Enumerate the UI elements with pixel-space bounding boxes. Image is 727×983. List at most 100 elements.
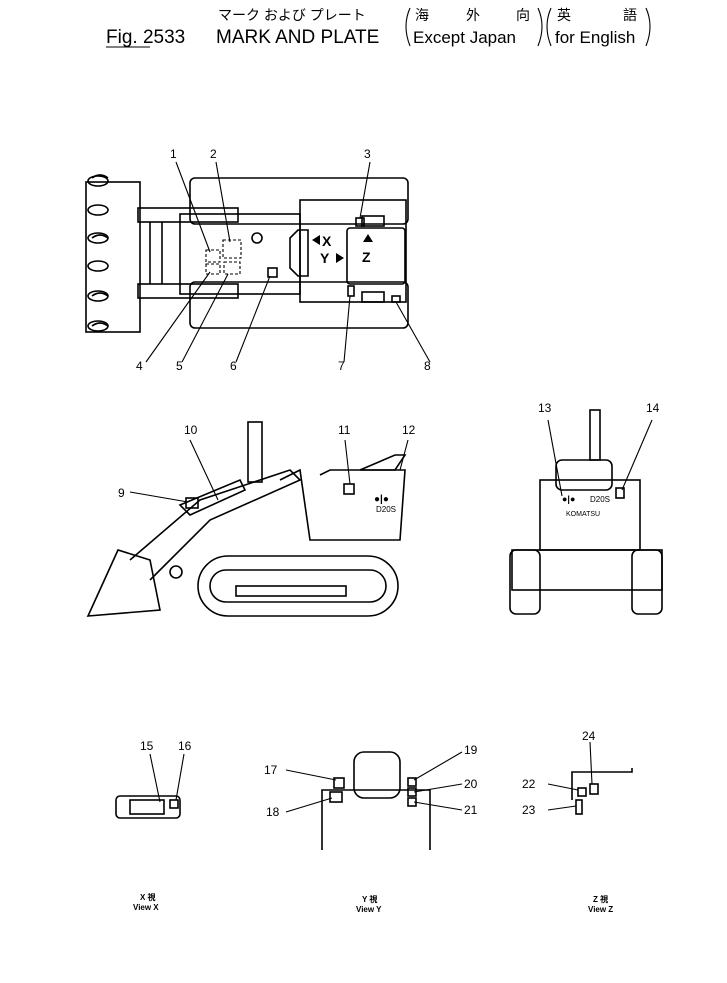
- body-y: [321, 789, 431, 850]
- plate-11: [343, 483, 355, 495]
- view-x-caption-jp: X 視: [140, 892, 156, 902]
- plate-7: [347, 285, 355, 297]
- rear-view-drawing: ●|● D20S KOMATSU: [509, 409, 663, 615]
- track-rear-left: [509, 549, 541, 615]
- title-english: MARK AND PLATE: [216, 27, 379, 48]
- body-side: [279, 468, 406, 541]
- callout-19: 19: [464, 743, 478, 757]
- callout-numbers: 1 2 3 4 5 6 7 8 9 10 11 12 13 14 15 16 1…: [118, 147, 660, 819]
- arrow-z-icon: [363, 234, 373, 242]
- exhaust: [247, 421, 263, 483]
- callout-5: 5: [176, 359, 183, 373]
- callout-21: 21: [464, 803, 478, 817]
- callout-13: 13: [538, 401, 552, 415]
- plate-19: [407, 777, 417, 787]
- top-view-drawing: X Y Z: [85, 161, 431, 363]
- region-jp-2: 外: [466, 7, 480, 23]
- callout-15: 15: [140, 739, 154, 753]
- lang-jp-1: 英: [557, 7, 571, 23]
- track-lower: [189, 281, 409, 329]
- callout-14: 14: [646, 401, 660, 415]
- dash-panel-x: [115, 795, 181, 819]
- callout-4: 4: [136, 359, 143, 373]
- frame-rear: [511, 549, 663, 591]
- handle: [289, 229, 309, 277]
- callout-22: 22: [522, 777, 536, 791]
- paren-open-2: [546, 7, 552, 47]
- view-captions: X 視 View X Y 視 View Y Z 視 View Z: [133, 892, 613, 914]
- arrow-x-label: X: [322, 233, 332, 249]
- view-y-caption-jp: Y 視: [362, 894, 377, 904]
- callout-6: 6: [230, 359, 237, 373]
- brand-plate-rear: KOMATSU: [566, 511, 600, 518]
- seat-side: [359, 454, 407, 471]
- lift-arm-upper: [137, 207, 239, 223]
- callout-17: 17: [264, 763, 278, 777]
- figure-number: Fig. 2533: [106, 27, 185, 48]
- paren-close-2: [645, 7, 651, 47]
- callout-9: 9: [118, 486, 125, 500]
- callout-12: 12: [402, 423, 416, 437]
- cab-area: [299, 199, 407, 303]
- track-side: [197, 555, 399, 617]
- view-x-caption: View X: [133, 903, 159, 912]
- seat-y: [353, 751, 401, 799]
- plate-23: [575, 799, 583, 815]
- view-z-drawing: [547, 741, 633, 815]
- title-japanese: マーク および プレート: [218, 7, 366, 23]
- callout-23: 23: [522, 803, 536, 817]
- exhaust-rear: [589, 409, 601, 461]
- emblem-side: ●|●: [374, 494, 389, 505]
- plate-1: [205, 249, 221, 263]
- plate-16: [169, 799, 179, 809]
- plate-8: [391, 295, 401, 303]
- arrow-y-icon: [336, 253, 344, 263]
- callout-10: 10: [184, 423, 198, 437]
- callout-8: 8: [424, 359, 431, 373]
- plate-24: [589, 783, 599, 795]
- callout-2: 2: [210, 147, 217, 161]
- seat-rear: [555, 459, 613, 491]
- model-plate-rear: D20S: [590, 495, 610, 504]
- plate-18: [329, 791, 343, 803]
- arrow-z-label: Z: [362, 249, 371, 265]
- plate-4: [205, 263, 221, 275]
- plate-6: [267, 267, 278, 278]
- plate-14: [615, 487, 625, 499]
- callout-1: 1: [170, 147, 177, 161]
- plate-9: [185, 497, 199, 509]
- view-y-drawing: [285, 751, 463, 850]
- title-language: for English: [555, 28, 635, 47]
- callout-24: 24: [582, 729, 596, 743]
- plate-15: [129, 799, 165, 815]
- plate-17: [333, 777, 345, 789]
- callout-20: 20: [464, 777, 478, 791]
- plate-2: [222, 239, 242, 259]
- region-jp-1: 海: [415, 7, 429, 23]
- boom: [129, 469, 302, 581]
- seat: [346, 227, 406, 285]
- plate-5: [223, 261, 241, 275]
- figure-title: マーク および プレート Fig. 2533 MARK AND PLATE 海 …: [106, 7, 651, 48]
- callout-11: 11: [338, 423, 351, 437]
- callout-18: 18: [266, 805, 280, 819]
- arrow-y-label: Y: [320, 250, 330, 266]
- side-view-drawing: ●|● D20S: [86, 421, 409, 617]
- region-jp-3: 向: [516, 7, 530, 23]
- plate-22: [577, 787, 587, 797]
- view-y-caption: View Y: [356, 905, 382, 914]
- model-plate-side: D20S: [376, 505, 396, 514]
- bucket: [86, 549, 161, 617]
- callout-3: 3: [364, 147, 371, 161]
- view-z-caption: View Z: [588, 905, 613, 914]
- title-region: Except Japan: [413, 28, 516, 47]
- callout-7: 7: [338, 359, 345, 373]
- view-z-caption-jp: Z 視: [593, 894, 608, 904]
- callout-16: 16: [178, 739, 192, 753]
- track-rear-right: [631, 549, 663, 615]
- lift-arm-lower: [137, 283, 239, 299]
- paren-close: [537, 7, 543, 47]
- arrow-x-icon: [312, 235, 320, 245]
- emblem-rear: ●|●: [562, 494, 575, 504]
- lang-jp-2: 語: [623, 7, 637, 23]
